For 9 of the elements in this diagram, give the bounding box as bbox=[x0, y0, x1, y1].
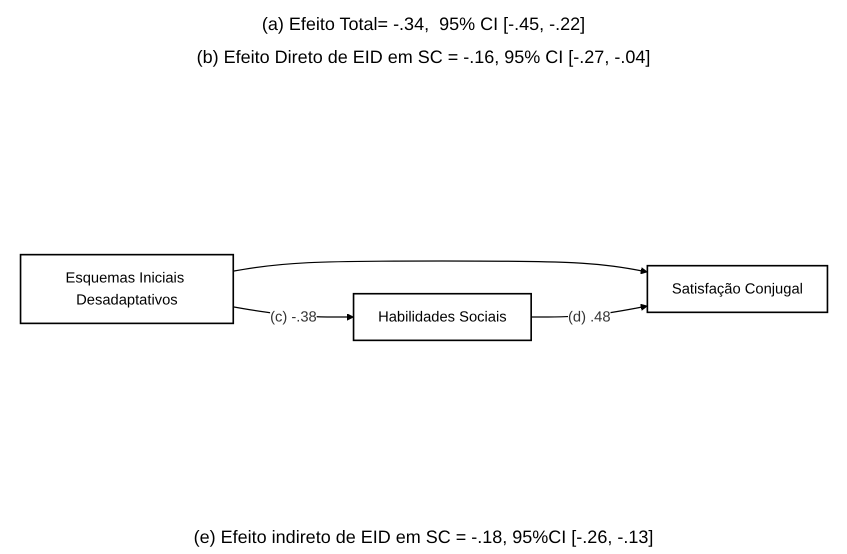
node-box: Esquemas Iniciais Desadaptativos bbox=[19, 254, 234, 324]
node-box: Habilidades Sociais bbox=[352, 292, 532, 342]
effect-note: (b) Efeito Direto de EID em SC = -.16, 95% CI [-.27, -.04] bbox=[196, 47, 650, 68]
arrow bbox=[232, 260, 648, 274]
effect-note: (e) Efeito indireto de EID em SC = -.18, 95%CI [-.26, -.13] bbox=[194, 527, 654, 548]
node-box: Satisfação Conjugal bbox=[646, 264, 828, 314]
edge-label: (c) -.38 bbox=[270, 308, 316, 325]
effect-note: (a) Efeito Total= -.34, 95% CI [-.45, -.22] bbox=[262, 14, 586, 35]
edge-label: (d) .48 bbox=[567, 308, 610, 325]
